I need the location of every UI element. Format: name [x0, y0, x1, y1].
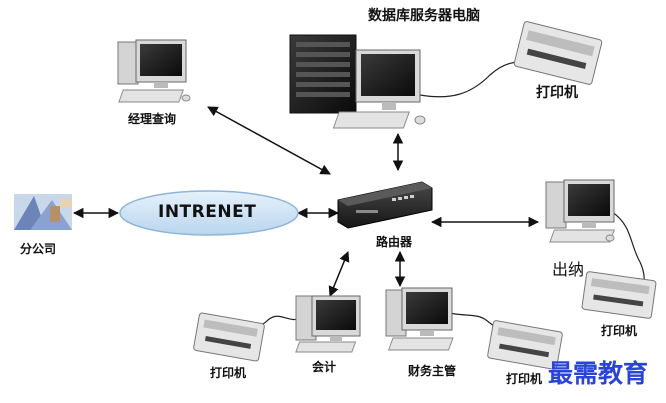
- cashier-computer: [545, 179, 615, 243]
- manager-computer: [117, 39, 191, 103]
- printer-left-device: [193, 312, 265, 362]
- db-server-label: 数据库服务器电脑: [368, 8, 480, 24]
- arrow-router-accounting: [328, 251, 350, 297]
- printer-bottom-label: 打印机: [506, 372, 543, 386]
- db-server-computer: [289, 34, 426, 129]
- internet-label: INTRENET: [158, 202, 257, 222]
- router-device: [337, 181, 433, 229]
- accounting-computer: [295, 295, 361, 353]
- printer-bottom-device: [487, 320, 563, 370]
- printer-top-label: 打印机: [536, 85, 578, 101]
- router-label: 路由器: [376, 235, 413, 249]
- finance-head-label: 财务主管: [408, 364, 457, 378]
- internet-cloud: [119, 190, 299, 236]
- printer-right-label: 打印机: [601, 324, 638, 338]
- branch-office-image: [14, 194, 72, 230]
- branch-label: 分公司: [20, 242, 57, 256]
- accounting-label: 会计: [312, 360, 337, 374]
- printer-right-device: [581, 271, 657, 319]
- arrow-manager-router: [207, 106, 331, 175]
- connections: [72, 106, 540, 297]
- server-keyboard: [332, 111, 410, 129]
- printer-left-label: 打印机: [210, 366, 247, 380]
- manager-label: 经理查询: [128, 112, 177, 126]
- finance-head-computer: [385, 287, 454, 351]
- server-mouse: [414, 115, 426, 125]
- cable-server-printer: [419, 61, 521, 98]
- watermark: 最需教育: [548, 359, 649, 388]
- printer-top-device: [513, 21, 603, 85]
- cashier-label: 出纳: [552, 260, 585, 279]
